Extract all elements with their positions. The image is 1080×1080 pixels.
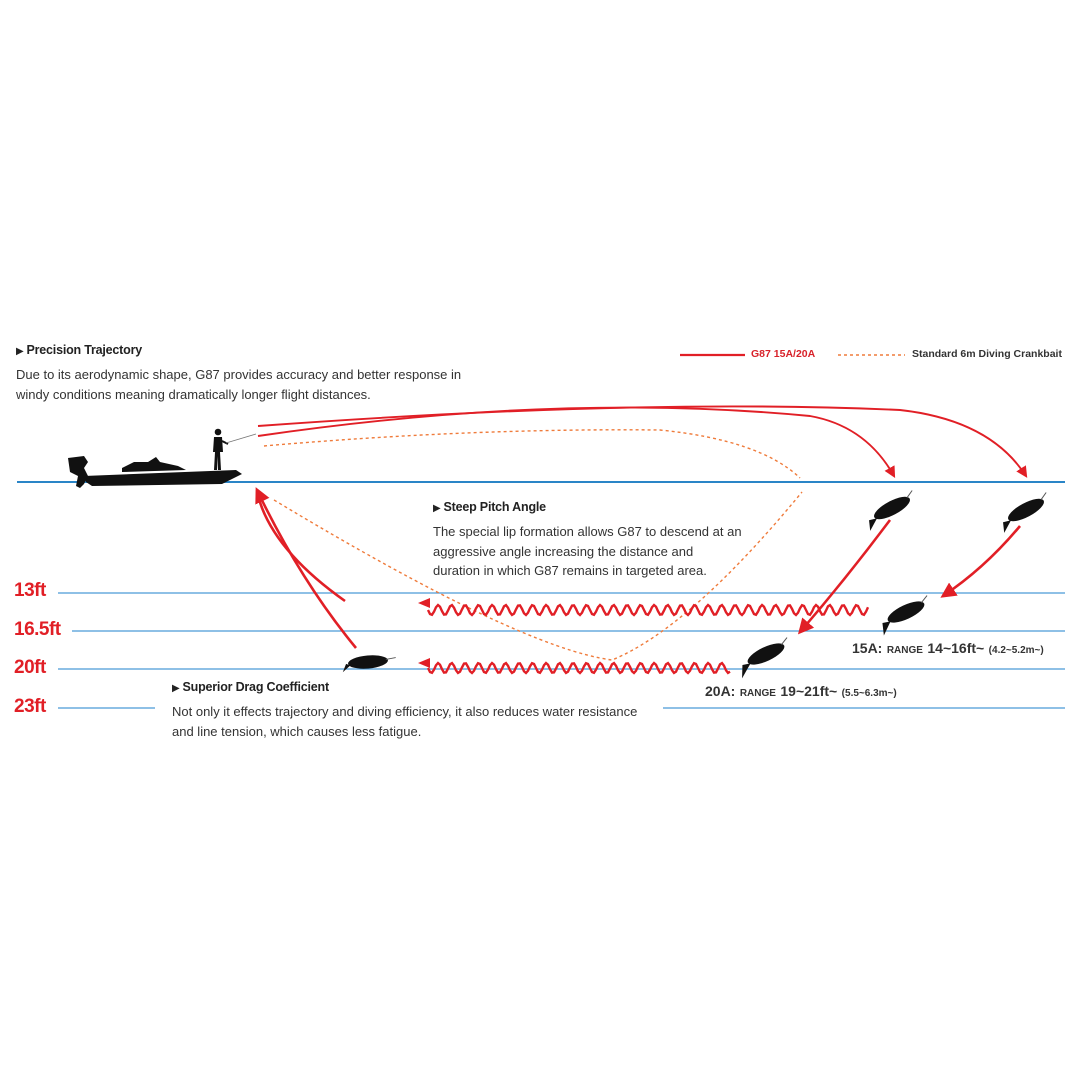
range-20a-metric: (5.5~6.3m~) <box>841 688 897 699</box>
g87-swim-wave-15a <box>426 603 870 617</box>
steep-title-text: Steep Pitch Angle <box>443 500 547 514</box>
range-label-20a: 20A: RANGE 19~21ft~ (5.5~6.3m~) <box>705 683 897 701</box>
depth-label-20ft: 20ft <box>14 657 46 678</box>
depth-label-23ft: 23ft <box>14 696 46 717</box>
steep-body-line-3: duration in which G87 remains in targete… <box>433 563 707 578</box>
crankbait-lure-icon <box>882 595 928 636</box>
g87-cast-trajectory-15a <box>257 406 896 478</box>
g87-swim-wave-20a-arrowhead <box>418 658 430 668</box>
crankbait-lure-icon <box>342 655 396 673</box>
standard-cast-trajectory <box>263 429 801 479</box>
g87-swim-wave-20a <box>426 661 731 675</box>
legend-g87-label: G87 15A/20A <box>751 348 816 360</box>
crankbait-lure-icon <box>869 490 913 531</box>
drag-body-line-2: and line tension, which causes less fati… <box>172 723 422 739</box>
drag-coefficient-title: ▶Superior Drag Coefficient <box>172 680 329 694</box>
steep-pitch-angle-title: ▶Steep Pitch Angle <box>433 500 546 514</box>
steep-pitch-angle-body: The special lip formation allows G87 to … <box>433 522 742 581</box>
steep-body-line-2: aggressive angle increasing the distance… <box>433 543 694 559</box>
drag-title-text: Superior Drag Coefficient <box>182 680 330 694</box>
crankbait-lure-icon <box>1003 492 1047 533</box>
precision-trajectory-body: Due to its aerodynamic shape, G87 provid… <box>16 365 461 404</box>
depth-label-16-5ft: 16.5ft <box>14 619 61 640</box>
range-20a-word: RANGE <box>739 688 776 699</box>
g87-cast-trajectory-20a <box>257 405 1028 478</box>
standard-dive-trajectory <box>273 491 803 661</box>
precision-trajectory-title: ▶Precision Trajectory <box>16 343 142 357</box>
range-20a-code: 20A: <box>705 683 736 699</box>
depth-label-13ft: 13ft <box>14 580 46 601</box>
g87-retrieve-arrow-1 <box>255 487 358 649</box>
g87-retrieve-arrow-2 <box>255 491 346 603</box>
crankbait-lure-icon <box>742 637 788 679</box>
range-label-15a: 15A: RANGE 14~16ft~ (4.2~5.2m~) <box>852 640 1044 658</box>
range-15a-word: RANGE <box>886 645 923 656</box>
g87-descent-15a-a <box>797 519 892 635</box>
precision-body-line-2: windy conditions meaning dramatically lo… <box>16 386 371 402</box>
boat-silhouette-icon <box>68 456 242 488</box>
range-15a-value: 14~16ft~ <box>927 640 985 656</box>
range-20a-value: 19~21ft~ <box>780 683 838 699</box>
precision-title-text: Precision Trajectory <box>26 343 143 357</box>
drag-body-line-1: Not only it effects trajectory and divin… <box>172 704 638 719</box>
play-triangle-icon: ▶ <box>172 683 180 694</box>
drag-coefficient-body: Not only it effects trajectory and divin… <box>172 702 637 741</box>
precision-body-line-1: Due to its aerodynamic shape, G87 provid… <box>16 367 462 382</box>
g87-swim-wave-15a-arrowhead <box>418 598 430 608</box>
play-triangle-icon: ▶ <box>16 346 24 357</box>
play-triangle-icon: ▶ <box>433 503 441 514</box>
legend-standard-label: Standard 6m Diving Crankbait <box>912 348 1062 360</box>
steep-body-line-1: The special lip formation allows G87 to … <box>433 524 742 539</box>
range-15a-metric: (4.2~5.2m~) <box>988 645 1044 656</box>
angler-silhouette-icon <box>213 428 257 470</box>
range-15a-code: 15A: <box>852 640 883 656</box>
g87-descent-15a-b <box>940 525 1021 598</box>
